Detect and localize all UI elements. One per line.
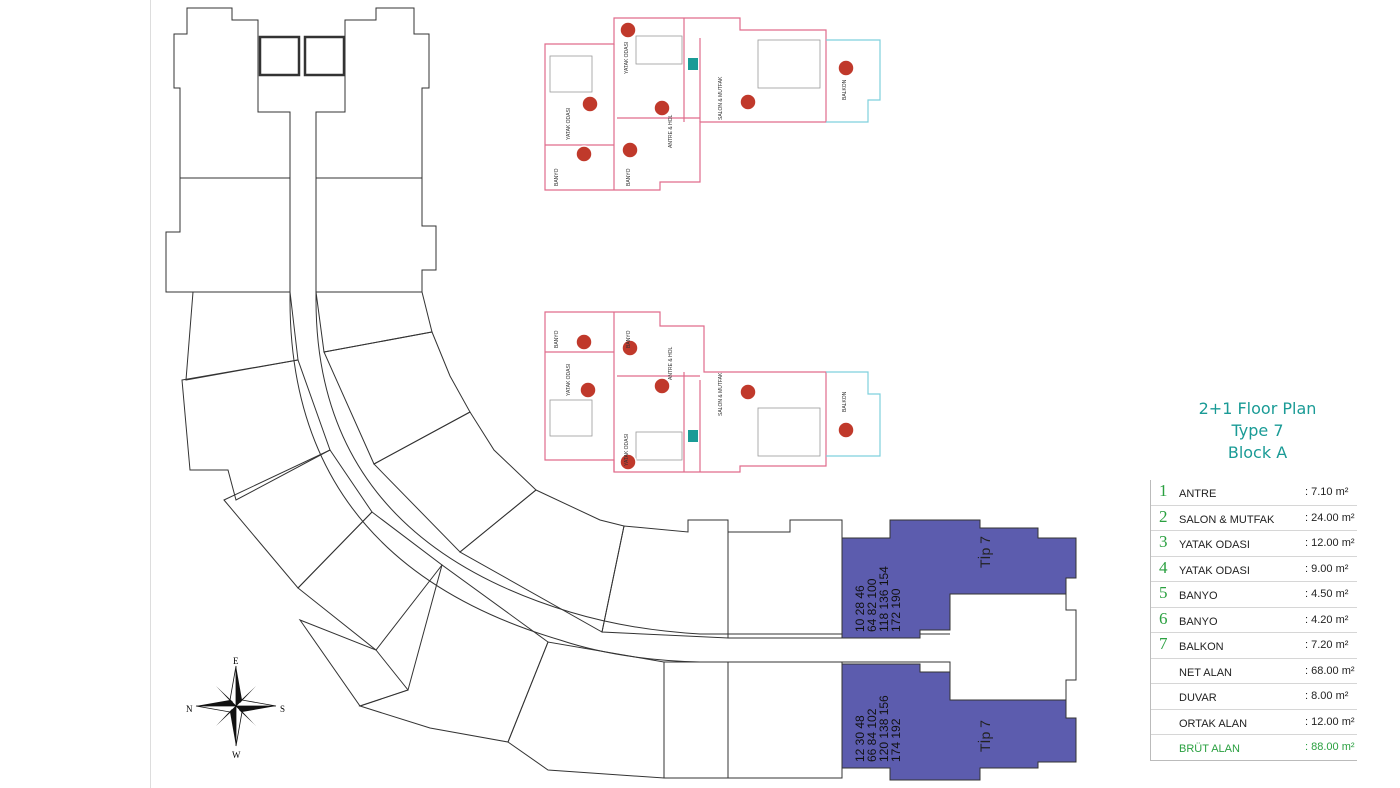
unit-number-column: 174 192: [889, 718, 903, 762]
unit-number-column: 12 30 48: [853, 715, 867, 762]
room-marker: [739, 93, 757, 111]
building-block: [663, 661, 729, 779]
balcony: [826, 371, 881, 457]
building-block: [601, 519, 729, 639]
svg-text:YATAK ODASI: YATAK ODASI: [566, 364, 572, 396]
svg-text:YATAK ODASI: YATAK ODASI: [624, 434, 630, 466]
building-block: [315, 177, 437, 293]
room-marker: [653, 99, 671, 117]
highlighted-unit-top: [841, 519, 1077, 639]
unit-type-label: Tİp 7: [976, 536, 993, 568]
room-marker: [579, 381, 597, 399]
summary-row: ORTAK ALAN: 12.00 m²: [1151, 710, 1357, 735]
unit-number-column: 64 82 100: [865, 578, 879, 632]
unit-number-column: 10 28 46: [853, 585, 867, 632]
svg-text:YATAK ODASI: YATAK ODASI: [566, 108, 572, 140]
compass-e: E: [233, 656, 239, 666]
summary-row: NET ALAN: 68.00 m²: [1151, 659, 1357, 684]
room-marker: [621, 339, 639, 357]
title-line3: Block A: [1227, 443, 1288, 462]
balcony: [826, 39, 881, 123]
svg-text:SALON & MUTFAK: SALON & MUTFAK: [718, 76, 724, 120]
unit-number-column: 66 84 102: [865, 708, 879, 762]
svg-text:BALKON: BALKON: [842, 391, 848, 412]
svg-text:BANYO: BANYO: [554, 168, 560, 186]
floor-plan-bottom: YATAK ODASI YATAK ODASI SALON & MUTFAK A…: [544, 311, 881, 473]
room-marker: [739, 383, 757, 401]
elevator-shaft: [303, 35, 346, 77]
building-block: [949, 593, 1077, 701]
unit-type-label: Tİp 7: [976, 720, 993, 752]
room-marker: [621, 141, 639, 159]
room-marker: [619, 21, 637, 39]
svg-text:BANYO: BANYO: [554, 330, 560, 348]
building-block: [165, 177, 291, 293]
svg-text:SALON & MUTFAK: SALON & MUTFAK: [718, 372, 724, 416]
page-divider: [150, 0, 151, 788]
plan-title: 2+1 Floor Plan Type 7 Block A: [1150, 398, 1365, 464]
building-block: [315, 7, 430, 179]
unit-number-column: 172 190: [889, 588, 903, 632]
corridor: [315, 112, 950, 635]
room-marker: [837, 59, 855, 77]
room-marker: [575, 333, 593, 351]
svg-text:ANTRE & HOL: ANTRE & HOL: [668, 346, 674, 380]
title-line1: 2+1 Floor Plan: [1198, 399, 1317, 418]
svg-text:BANYO: BANYO: [626, 168, 632, 186]
unit-number-column: 118 136 154: [877, 566, 891, 632]
building-block: [173, 7, 291, 179]
svg-text:BANYO: BANYO: [626, 330, 632, 348]
building-block: [507, 641, 665, 779]
highlighted-unit-bottom: [841, 663, 1077, 781]
corridor: [289, 112, 951, 680]
compass-rose-icon: N E S W: [186, 656, 285, 760]
building-block: [727, 661, 843, 779]
building-block: [727, 519, 843, 639]
building-block: [323, 331, 471, 465]
svg-text:BALKON: BALKON: [842, 79, 848, 100]
svg-text:YATAK ODASI: YATAK ODASI: [624, 42, 630, 74]
building-block: [373, 411, 537, 553]
building-block: [185, 291, 299, 381]
compass-w: W: [232, 750, 241, 760]
compass-n: N: [186, 704, 193, 714]
unit-number-column: 120 138 156: [877, 695, 891, 762]
compass-s: S: [280, 704, 285, 714]
building-block: [181, 359, 331, 501]
floor-plan-top: YATAK ODASI YATAK ODASI SALON & MUTFAK A…: [544, 17, 881, 191]
room-marker: [575, 145, 593, 163]
room-marker: [837, 421, 855, 439]
title-line2: Type 7: [1231, 421, 1284, 440]
building-block: [297, 511, 443, 651]
room-marker: [619, 453, 637, 471]
building-block: [459, 489, 625, 633]
building-block: [358, 564, 549, 743]
summary-row: DUVAR: 8.00 m²: [1151, 684, 1357, 710]
room-marker: [653, 377, 671, 395]
svg-text:ANTRE & HOL: ANTRE & HOL: [668, 114, 674, 148]
room-marker: [581, 95, 599, 113]
building-block: [223, 449, 373, 589]
total-row: BRÜT ALAN: 88.00 m²: [1151, 735, 1357, 761]
elevator-shaft: [258, 35, 301, 77]
